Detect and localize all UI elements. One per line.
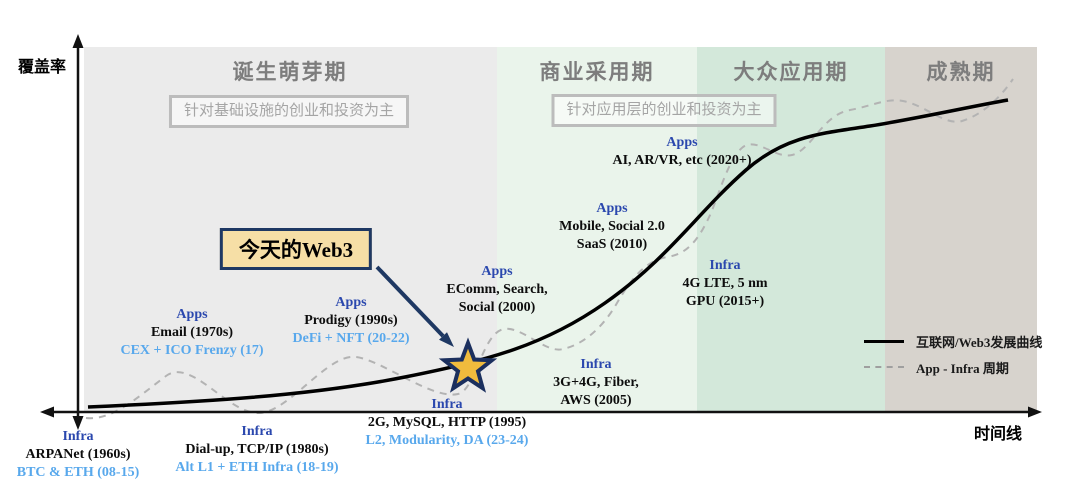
y-axis-top-arrow-icon [72,34,84,48]
annotation-ai-arvr: Apps AI, AR/VR, etc (2020+) [612,134,751,170]
internet-era-label: Prodigy (1990s) [304,313,398,328]
annotation-prodigy: Apps Prodigy (1990s) DeFi + NFT (20-22) [293,294,410,348]
cycle-label: Apps [596,201,628,216]
x-axis-left-arrow-icon [40,406,54,418]
callout-arrow [375,265,445,338]
cycle-label: Apps [176,307,208,322]
legend-label: App - Infra 周期 [916,360,1009,376]
cycle-label: Apps [481,264,513,279]
internet-era-label: 2G, MySQL, HTTP (1995) [367,415,527,430]
annotation-arpanet: Infra ARPANet (1960s) BTC & ETH (08-15) [17,428,140,482]
internet-era-label: GPU (2015+) [685,294,765,309]
phase-title-1: 诞生萌芽期 [232,60,348,84]
app-infra-cycle-curve [85,78,1014,420]
internet-web3-curve [87,98,1009,409]
todays-web3-callout: 今天的Web3 [219,228,373,270]
cycle-label: Apps [335,295,367,310]
internet-era-label: Mobile, Social 2.0 [559,219,665,234]
x-axis-right-arrow-icon [1028,406,1042,418]
internet-era-label: Email (1970s) [150,325,234,340]
cycle-label: Infra [431,397,463,412]
web3-era-label: CEX + ICO Frenzy (17) [120,343,264,358]
internet-era-label: Dial-up, TCP/IP (1980s) [185,442,329,457]
note-box-infra-focus: 针对基础设施的创业和投资为主 [168,95,410,128]
cycle-label: Infra [62,429,94,444]
web3-era-label: BTC & ETH (08-15) [16,465,140,480]
solid-line-swatch-icon [864,339,904,343]
legend-label: 互联网/Web3发展曲线 [916,334,1043,350]
internet-era-label: AI, AR/VR, etc (2020+) [612,153,752,168]
annotation-2g-mysql: Infra 2G, MySQL, HTTP (1995) L2, Modular… [366,396,529,450]
phase-title-3: 大众应用期 [733,60,849,84]
internet-era-label: SaaS (2010) [576,237,648,252]
internet-era-label: 3G+4G, Fiber, [553,375,639,390]
phase-title-2: 商业采用期 [539,60,655,84]
internet-era-label: 4G LTE, 5 nm [682,276,768,291]
note-box-app-focus: 针对应用层的创业和投资为主 [551,94,777,127]
legend: 互联网/Web3发展曲线 App - Infra 周期 [864,328,1042,380]
web3-era-label: DeFi + NFT (20-22) [292,331,410,346]
annotation-email: Apps Email (1970s) CEX + ICO Frenzy (17) [120,306,263,360]
web3-era-label: Alt L1 + ETH Infra (18-19) [175,460,339,475]
x-axis-label: 时间线 [974,426,1023,443]
legend-item-solid: 互联网/Web3发展曲线 [864,328,1042,354]
y-axis-bottom-arrow-icon [72,416,84,430]
annotation-4glte-gpu: Infra 4G LTE, 5 nm GPU (2015+) [682,257,767,311]
internet-era-label: EComm, Search, [446,282,548,297]
internet-era-label: Social (2000) [458,300,536,315]
cycle-label: Infra [241,424,273,439]
cycle-label: Infra [709,258,741,273]
legend-item-dashed: App - Infra 周期 [864,354,1042,380]
web3-era-label: L2, Modularity, DA (23-24) [365,433,529,448]
dashed-line-swatch-icon [864,366,904,368]
internet-era-label: AWS (2005) [560,393,632,408]
annotation-3g4g: Infra 3G+4G, Fiber, AWS (2005) [553,356,639,410]
annotation-mobile-social: Apps Mobile, Social 2.0 SaaS (2010) [559,200,665,254]
y-axis-label: 覆盖率 [18,59,67,76]
phase-title-4: 成熟期 [926,60,996,84]
cycle-label: Infra [580,357,612,372]
internet-era-label: ARPANet (1960s) [25,447,131,462]
annotation-dialup: Infra Dial-up, TCP/IP (1980s) Alt L1 + E… [175,423,338,477]
annotation-ecomm: Apps EComm, Search, Social (2000) [446,263,547,317]
cycle-label: Apps [666,135,698,150]
callout-arrowhead-icon [439,332,454,347]
star-marker-icon [438,337,498,393]
